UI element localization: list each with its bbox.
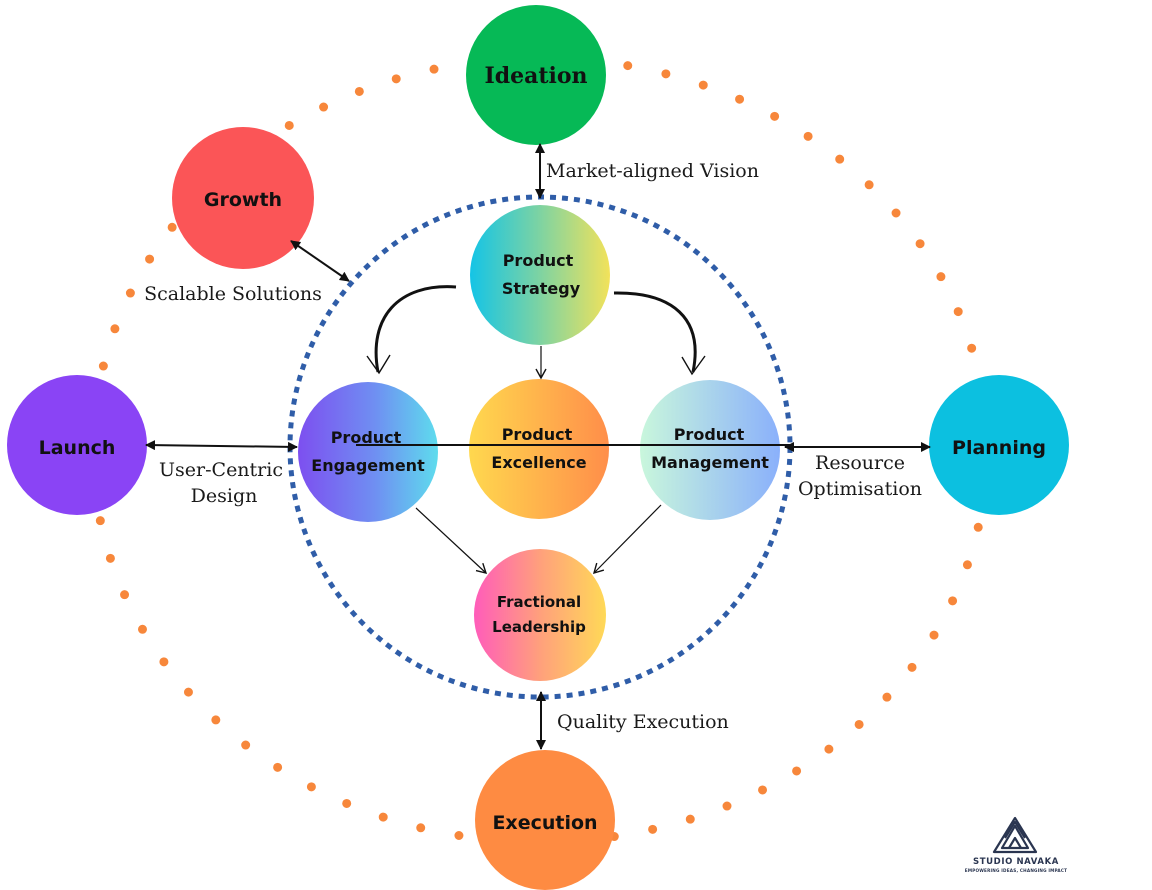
launch-node: Launch	[7, 375, 147, 515]
growth-arrow	[290, 240, 350, 282]
planning-node: Planning	[929, 375, 1069, 515]
product-management-label-line1: Product	[674, 425, 745, 444]
ideation-label: Ideation	[484, 63, 587, 89]
product-strategy-label-line2: Strategy	[502, 279, 581, 298]
product-engagement-label-line2: Engagement	[311, 456, 425, 475]
user-centric-design-label-line2: Design	[191, 485, 258, 507]
launch-label: Launch	[39, 437, 116, 459]
product-management-node: Product Management	[640, 380, 780, 520]
growth-node: Growth	[172, 127, 314, 269]
logo-tagline: EMPOWERING IDEAS, CHANGING IMPACT	[965, 868, 1067, 873]
product-engagement-label-line1: Product	[331, 428, 402, 447]
resource-optimisation-label-line1: Resource	[815, 452, 905, 474]
ideation-node: Ideation	[466, 5, 606, 145]
strategy-to-engagement-curve	[374, 285, 457, 373]
execution-label: Execution	[492, 812, 597, 834]
strategy-to-engagement-head	[366, 354, 391, 375]
management-to-fractional-arrow	[592, 504, 662, 575]
product-excellence-label-line2: Excellence	[491, 453, 586, 472]
studio-navaka-logo: STUDIO NAVAKA EMPOWERING IDEAS, CHANGING…	[965, 816, 1067, 873]
launch-arrow	[145, 440, 298, 452]
connectors	[145, 143, 931, 750]
logo-name: STUDIO NAVAKA	[973, 857, 1059, 867]
product-management-label-line2: Management	[651, 453, 769, 472]
engagement-to-fractional-arrow	[415, 507, 488, 574]
market-aligned-vision-label: Market-aligned Vision	[546, 160, 759, 182]
product-strategy-node: Product Strategy	[470, 205, 610, 345]
resource-optimisation-label-line2: Optimisation	[798, 478, 922, 500]
product-strategy-label-line1: Product	[503, 251, 574, 270]
planning-label: Planning	[952, 437, 1046, 459]
scalable-solutions-label: Scalable Solutions	[144, 283, 322, 305]
fractional-leadership-label-line2: Leadership	[492, 618, 586, 636]
growth-label: Growth	[204, 189, 282, 211]
execution-node: Execution	[475, 750, 615, 890]
user-centric-design-label-line1: User-Centric	[159, 459, 283, 481]
strategy-to-management-head	[681, 355, 706, 376]
logo-mark-icon	[992, 816, 1038, 854]
strategy-to-management-curve	[613, 291, 697, 373]
quality-execution-label: Quality Execution	[557, 711, 729, 733]
fractional-leadership-node: Fractional Leadership	[474, 549, 606, 681]
product-excellence-node: Product Excellence	[469, 379, 609, 519]
product-engagement-node: Product Engagement	[298, 382, 438, 522]
fractional-leadership-label-line1: Fractional	[497, 593, 581, 611]
product-excellence-label-line1: Product	[502, 425, 573, 444]
